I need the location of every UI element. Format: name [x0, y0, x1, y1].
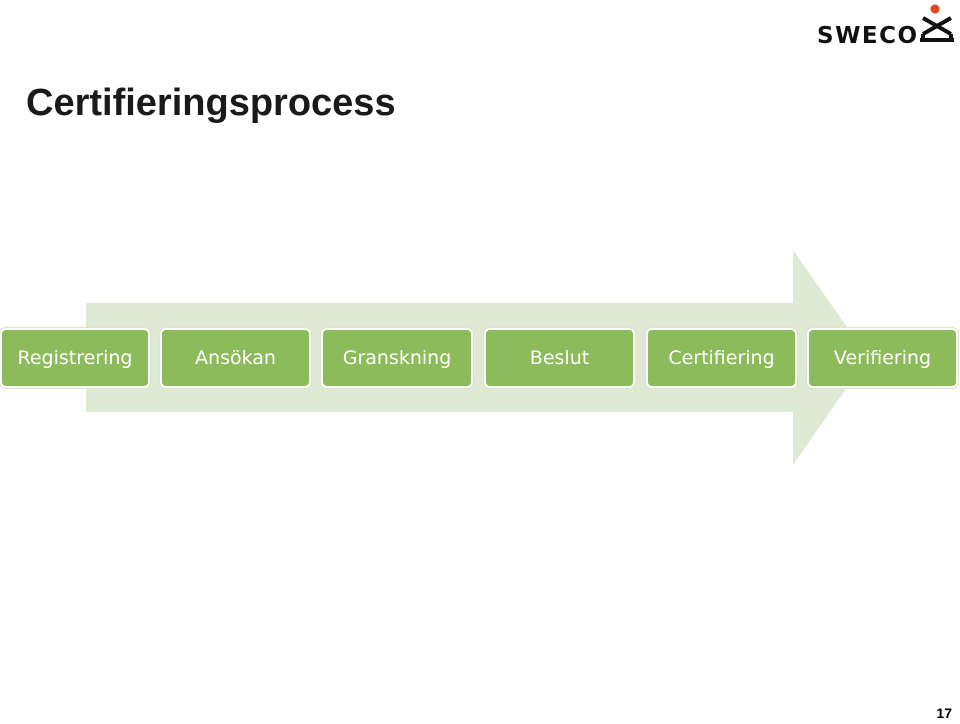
step-label: Verifiering	[833, 347, 932, 369]
step-label: Granskning	[342, 347, 452, 369]
page-title: Certifieringsprocess	[26, 82, 396, 124]
step-beslut: Beslut	[484, 328, 635, 388]
step-label: Beslut	[529, 347, 590, 369]
step-verifiering: Verifiering	[807, 328, 958, 388]
logo-text: SWECO	[817, 23, 919, 49]
page-number: 17	[936, 705, 952, 721]
step-certifiering: Certifiering	[646, 328, 797, 388]
sweco-symbol-icon	[920, 4, 954, 42]
sweco-logo: SWECO	[814, 4, 956, 49]
step-granskning: Granskning	[321, 328, 473, 388]
step-label: Certifiering	[668, 347, 775, 369]
step-label: Registrering	[17, 347, 133, 369]
step-ansokan: Ansökan	[160, 328, 311, 388]
step-label: Ansökan	[195, 347, 276, 369]
step-registrering: Registrering	[0, 328, 150, 388]
